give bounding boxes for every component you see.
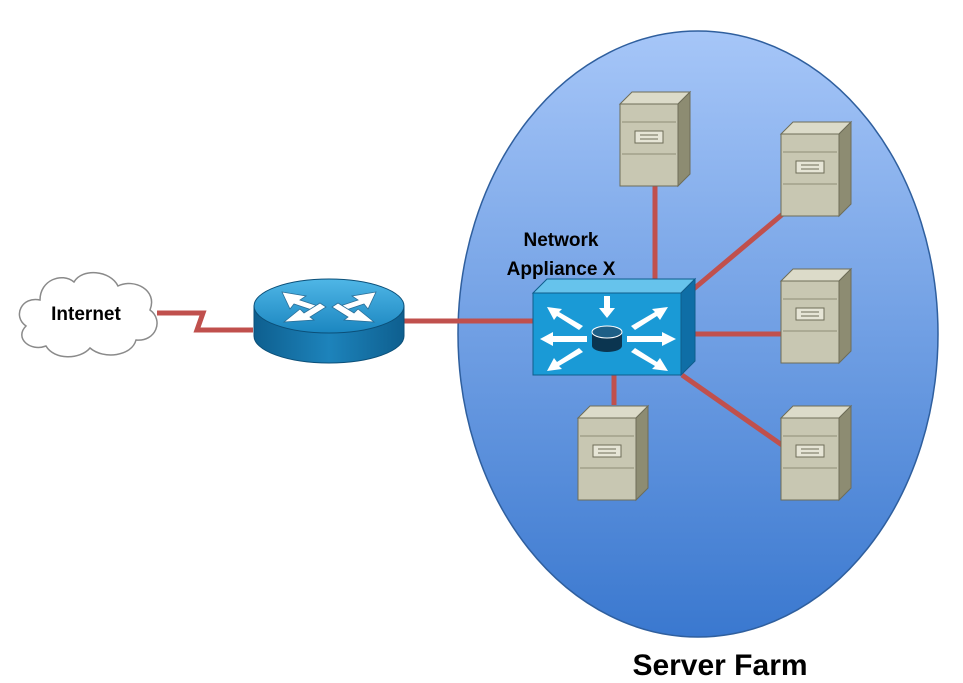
link-appliance-server-lower-right [680,372,784,448]
link-internet-router [157,310,253,333]
network-appliance-icon [531,277,697,377]
server-icon [619,91,691,187]
server-icon [780,121,852,217]
links [157,186,786,448]
server-icon [780,268,852,364]
server-farm-label: Server Farm [632,649,807,682]
cloud-icon [18,272,158,358]
appliance-label-line2: Appliance X [507,259,616,280]
internet-label: Internet [51,304,121,325]
appliance-label-line1: Network [524,230,599,251]
router-icon [253,278,405,364]
link-appliance-server-upper-right [688,211,786,294]
server-icon [780,405,852,501]
server-icon [577,405,649,501]
